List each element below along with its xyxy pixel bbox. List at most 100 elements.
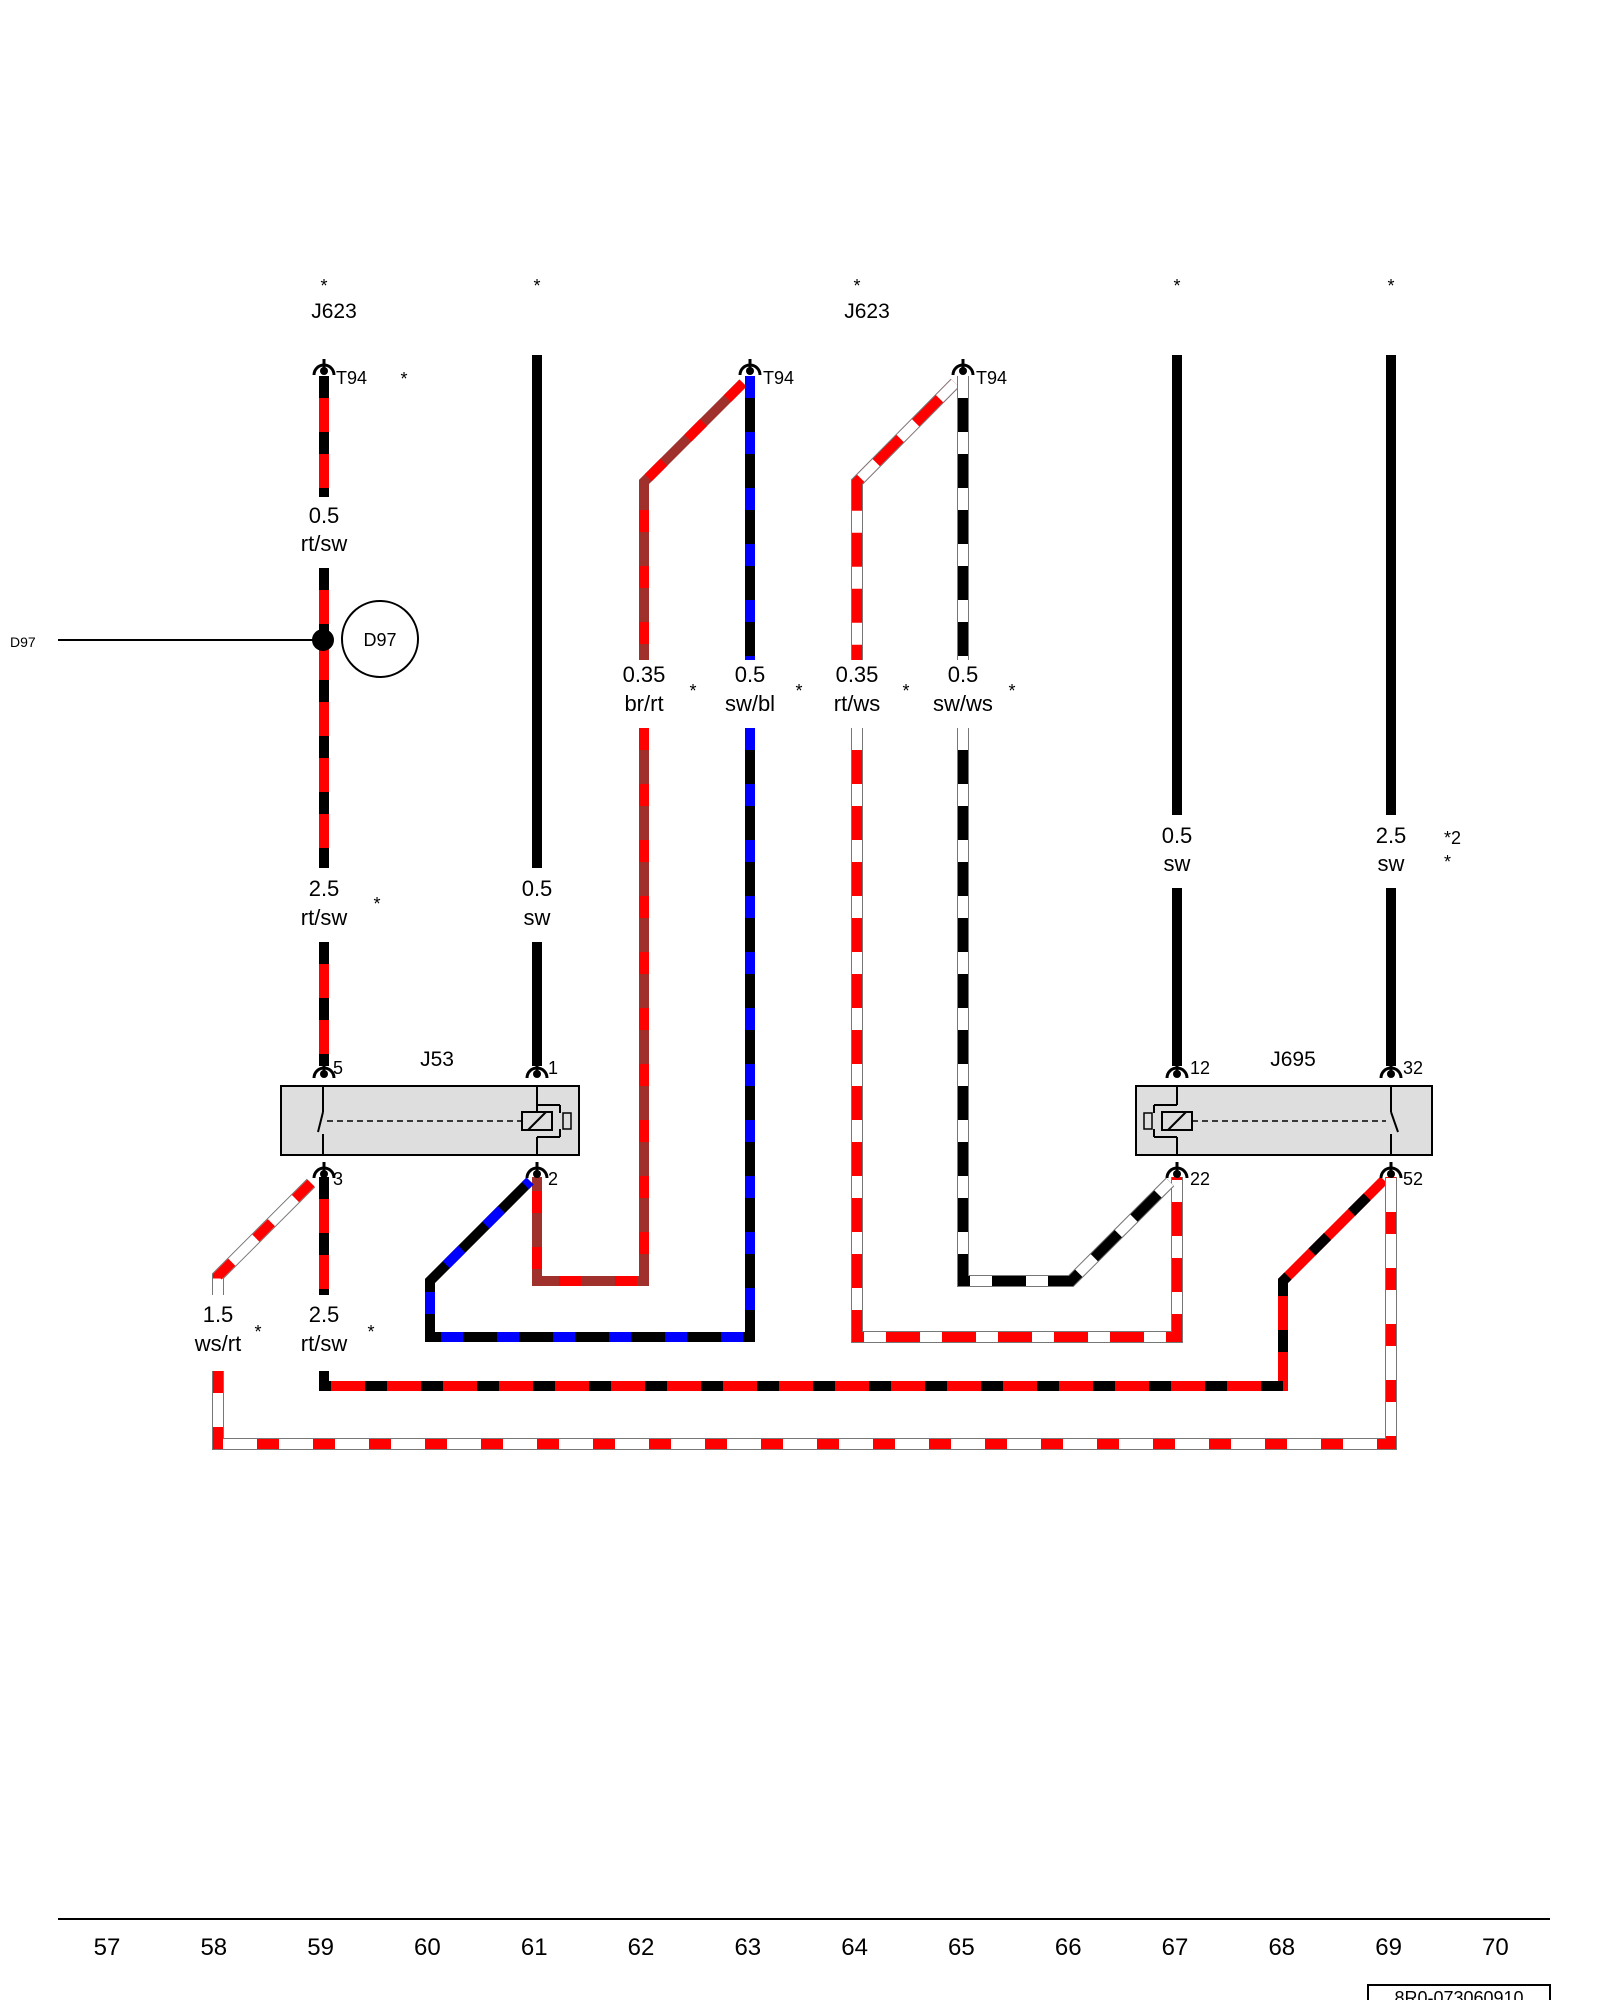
ruler-label-58: 58 [200, 1934, 227, 1961]
svg-text:0.5: 0.5 [309, 503, 340, 528]
svg-text:*: * [367, 1322, 374, 1342]
ruler-label-69: 69 [1375, 1934, 1402, 1961]
svg-text:br/rt: br/rt [624, 691, 663, 716]
wire-rt-ws-upper [851, 378, 960, 660]
j623-right-label: J623 [844, 300, 890, 323]
svg-text:*: * [400, 369, 407, 389]
svg-text:0.5: 0.5 [522, 876, 553, 901]
doc-number-box [1367, 1984, 1551, 2000]
ruler-label-68: 68 [1268, 1934, 1295, 1961]
svg-text:*: * [902, 681, 909, 701]
pin-label-32: 32 [1403, 1058, 1423, 1078]
ruler-label-64: 64 [841, 1934, 868, 1961]
ruler-label-60: 60 [414, 1934, 441, 1961]
t94-label-c: T94 [976, 368, 1007, 388]
pin-label-1: 1 [548, 1058, 558, 1078]
svg-text:sw: sw [1378, 851, 1405, 876]
wire-ws-rt-bus [212, 1177, 1397, 1450]
d97-circle-label: D97 [363, 630, 396, 650]
svg-text:sw/bl: sw/bl [725, 691, 775, 716]
plug-j695-52 [1379, 1162, 1403, 1179]
wire-label-w4: 0.35 br/rt [623, 662, 666, 716]
j623-left-label: J623 [311, 300, 357, 323]
wire-br-rt-lower [532, 728, 649, 1286]
footnote-marks: * * * * * * * * * * * *2 * * * [254, 276, 1461, 1342]
d97-junction-dot [312, 629, 334, 651]
relay-j53 [280, 1085, 580, 1156]
svg-text:sw/ws: sw/ws [933, 691, 993, 716]
svg-text:*: * [689, 681, 696, 701]
svg-text:2.5: 2.5 [309, 876, 340, 901]
wire-rt-sw-bus [319, 1176, 1388, 1391]
wire-sw-ws-lower [957, 728, 1175, 1287]
ruler-label-70: 70 [1482, 1934, 1509, 1961]
svg-text:*: * [254, 1322, 261, 1342]
svg-text:rt/sw: rt/sw [301, 1331, 348, 1356]
relay-j695 [1135, 1085, 1433, 1156]
connector-t94-pin-a [312, 359, 336, 376]
svg-text:0.5: 0.5 [735, 662, 766, 687]
ruler-label-65: 65 [948, 1934, 975, 1961]
t94-label-b: T94 [763, 368, 794, 388]
svg-text:2.5: 2.5 [309, 1302, 340, 1327]
svg-text:*: * [853, 276, 860, 296]
svg-text:ws/rt: ws/rt [194, 1331, 241, 1356]
pin-label-22: 22 [1190, 1169, 1210, 1189]
connector-t94-pin-b [738, 359, 762, 376]
wire-rt-ws-lower [851, 728, 1183, 1343]
svg-text:rt/ws: rt/ws [834, 691, 880, 716]
wire-label-w1: 0.5 rt/sw [301, 503, 348, 556]
wire-label-w6: 0.35 rt/ws [834, 662, 880, 716]
wire-label-w8: 0.5 sw [1162, 823, 1193, 876]
doc-number: 8R0-073060910 [1394, 1988, 1523, 2000]
t94-label-a: T94 [336, 368, 367, 388]
wire-label-w5: 0.5 sw/bl [725, 662, 775, 716]
plug-j53-3 [312, 1162, 336, 1179]
pin-label-52: 52 [1403, 1169, 1423, 1189]
svg-text:0.35: 0.35 [623, 662, 666, 687]
plug-j695-12 [1165, 1062, 1189, 1079]
wire-layer [212, 355, 1397, 1450]
svg-text:1.5: 1.5 [203, 1302, 234, 1327]
d97-circle [341, 600, 419, 678]
svg-text:rt/sw: rt/sw [301, 905, 348, 930]
pin-label-3: 3 [333, 1169, 343, 1189]
j53-label: J53 [420, 1048, 454, 1071]
plug-j53-5 [312, 1062, 336, 1079]
ruler-label-67: 67 [1162, 1934, 1189, 1961]
svg-text:rt/sw: rt/sw [301, 531, 348, 556]
connector-t94-pin-c [951, 359, 975, 376]
svg-text:*2: *2 [1444, 828, 1461, 848]
d97-edge-label: D97 [10, 634, 36, 650]
svg-text:0.5: 0.5 [1162, 823, 1193, 848]
svg-text:*: * [1444, 852, 1451, 872]
ruler-label-63: 63 [734, 1934, 761, 1961]
plug-j695-22 [1165, 1162, 1189, 1179]
svg-text:*: * [795, 681, 802, 701]
wire-label-w10: 1.5 ws/rt [194, 1302, 241, 1356]
ruler-label-62: 62 [628, 1934, 655, 1961]
svg-text:*: * [533, 276, 540, 296]
wire-sw-bl-lower [425, 728, 755, 1342]
plug-layer [312, 359, 1403, 1179]
plug-j53-1 [525, 1062, 549, 1079]
ruler-label-57: 57 [94, 1934, 121, 1961]
pin-label-2: 2 [548, 1169, 558, 1189]
svg-text:0.5: 0.5 [948, 662, 979, 687]
wire-br-rt-upper [639, 379, 747, 660]
wire-label-w2: 2.5 rt/sw [301, 876, 348, 930]
svg-text:0.35: 0.35 [836, 662, 879, 687]
svg-text:2.5: 2.5 [1376, 823, 1407, 848]
plug-j53-2 [525, 1162, 549, 1179]
svg-text:*: * [1008, 681, 1015, 701]
wire-label-w3: 0.5 sw [522, 876, 553, 930]
plug-j695-32 [1379, 1062, 1403, 1079]
ruler-label-66: 66 [1055, 1934, 1082, 1961]
svg-text:*: * [1173, 276, 1180, 296]
svg-text:*: * [320, 276, 327, 296]
wire-ws-rt-diag [212, 1178, 316, 1295]
pin-label-5: 5 [333, 1058, 343, 1078]
pin-label-12: 12 [1190, 1058, 1210, 1078]
